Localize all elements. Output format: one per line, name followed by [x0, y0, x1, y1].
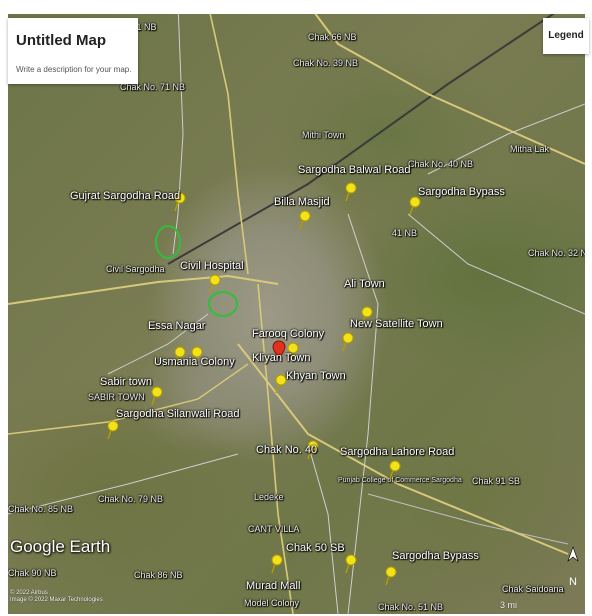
- road-network: [8, 14, 585, 614]
- marker-label: Farooq Colony: [252, 328, 325, 340]
- base-label: Punjab College of Commerce Sargodha: [338, 477, 462, 484]
- base-label: 41 NB: [392, 228, 418, 238]
- legend-button[interactable]: Legend: [543, 18, 589, 54]
- satellite-map[interactable]: Chak 71 NB Chak No. 71 NB Chak 66 NB Cha…: [8, 14, 585, 614]
- pushpin-icon[interactable]: [150, 386, 164, 406]
- marker-label: Sargodha Bypass: [392, 550, 479, 562]
- imagery-credit: © 2022 Airbus Image © 2022 Maxar Technol…: [10, 590, 103, 603]
- pushpin-icon[interactable]: [286, 342, 300, 362]
- marker-label: Billa Masjid: [274, 196, 330, 208]
- pushpin-icon[interactable]: [360, 306, 374, 326]
- marker-label: Sargodha Silanwali Road: [116, 408, 240, 420]
- marker-label: Sargodha Balwal Road: [298, 164, 411, 176]
- scale-label: 3 mi: [500, 600, 518, 610]
- pushpin-icon[interactable]: [270, 554, 284, 574]
- red-marker-icon[interactable]: [272, 340, 286, 360]
- base-label: Chak No. 71 NB: [120, 82, 186, 92]
- map-title[interactable]: Untitled Map: [16, 32, 106, 49]
- base-label: Chak No. 51 NB: [378, 602, 444, 612]
- marker-label: Kliyan Town: [252, 352, 311, 364]
- pushpin-icon[interactable]: [344, 554, 358, 574]
- pushpin-icon[interactable]: [384, 566, 398, 586]
- pushpin-icon[interactable]: [408, 196, 422, 216]
- base-label: Chak No. 79 NB: [98, 494, 164, 504]
- north-label: N: [569, 576, 577, 588]
- marker-label: Gujrat Sargodha Road: [70, 190, 181, 202]
- base-label: Chak 91 SB: [472, 476, 521, 486]
- pushpin-icon[interactable]: [388, 460, 402, 480]
- marker-label: Usmania Colony: [154, 356, 235, 368]
- pushpin-icon[interactable]: [106, 420, 120, 440]
- base-label: Chak No. 85 NB: [8, 504, 74, 514]
- base-label: Chak 86 NB: [134, 570, 183, 580]
- pushpin-icon[interactable]: [173, 192, 187, 212]
- base-label: Ledeke: [254, 492, 284, 502]
- map-title-panel[interactable]: Untitled Map Write a description for you…: [8, 18, 138, 84]
- base-label: Mithi Town: [302, 130, 345, 140]
- pushpin-icon[interactable]: [344, 182, 358, 202]
- marker-label: Civil Hospital: [180, 260, 244, 272]
- pushpin-icon[interactable]: [190, 346, 204, 366]
- pushpin-icon[interactable]: [173, 346, 187, 366]
- pushpin-icon[interactable]: [208, 274, 222, 294]
- marker-label: Sabir town: [100, 376, 152, 388]
- marker-label: Ali Town: [344, 278, 385, 290]
- google-earth-logo: Google Earth: [10, 537, 111, 556]
- map-description[interactable]: Write a description for your map.: [16, 65, 132, 74]
- base-label: Civil Sargodha: [106, 264, 165, 274]
- marker-label: Khyan Town: [286, 370, 346, 382]
- marker-label: Chak 50 SB: [286, 542, 345, 554]
- base-label: Mitha Lak: [510, 144, 550, 154]
- marker-label: Murad Mall: [246, 580, 301, 592]
- pushpin-icon[interactable]: [298, 210, 312, 230]
- pushpin-icon[interactable]: [341, 332, 355, 352]
- base-label: Chak No. 39 NB: [293, 58, 359, 68]
- marker-label: Essa Nagar: [148, 320, 206, 332]
- north-arrow-icon: N: [567, 546, 579, 588]
- base-label: SABIR TOWN: [88, 392, 145, 402]
- marker-label: Sargodha Bypass: [418, 186, 505, 198]
- base-label: CANT VILLA: [248, 524, 300, 534]
- base-label: Chak Saidoana: [502, 584, 564, 594]
- pushpin-icon[interactable]: [306, 440, 320, 460]
- base-label: Chak 90 NB: [8, 568, 57, 578]
- marker-label: Sargodha Lahore Road: [340, 446, 455, 458]
- base-label: Chak 66 NB: [308, 32, 357, 42]
- marker-label: New Satellite Town: [350, 318, 443, 330]
- base-label: Model Colony: [244, 598, 300, 608]
- marker-label: Chak No. 40: [256, 444, 318, 456]
- base-label: Chak No. 40 NB: [408, 159, 474, 169]
- base-label: Chak No. 32 NB: [528, 248, 585, 258]
- pushpin-icon[interactable]: [274, 374, 288, 394]
